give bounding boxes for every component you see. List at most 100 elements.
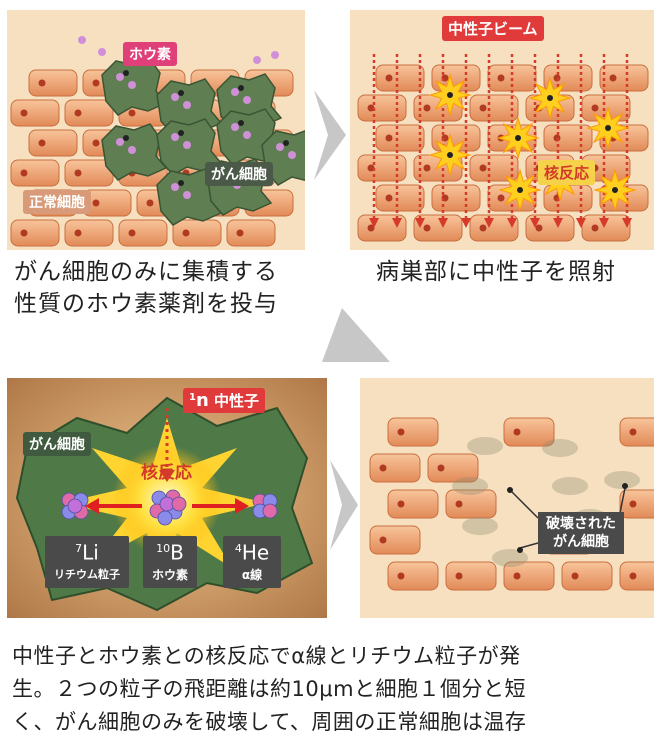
panel-boron-administration: ホウ素 がん細胞 正常細胞 (7, 10, 305, 250)
cell-nucleus (423, 164, 431, 172)
cell-nucleus (283, 140, 289, 146)
normal-cell (64, 219, 114, 247)
normal-cell (413, 214, 463, 242)
normal-cell (369, 453, 421, 483)
normal-cell (375, 64, 425, 92)
caption-step1-line1: がん細胞のみに集積する (14, 259, 278, 285)
neutron-symbol: n (195, 390, 209, 411)
lithium-symbol: Li (82, 540, 99, 565)
cell-nucleus (123, 70, 129, 76)
boron-dot (243, 131, 251, 139)
cell-nucleus (513, 572, 521, 580)
cell-nucleus (591, 104, 599, 112)
cancer-cell-label: がん細胞 (23, 432, 91, 456)
boron-dot (171, 93, 179, 101)
normal-cell (387, 561, 439, 591)
boron-dot (183, 141, 191, 149)
boron-mass-number: 10 (156, 542, 171, 555)
cell-nucleus (20, 109, 28, 117)
normal-cell (375, 184, 425, 212)
beam-arrowhead (553, 218, 563, 228)
normal-cell (469, 214, 519, 242)
destroyed-cell-remnant (452, 477, 488, 495)
normal-cell (561, 561, 613, 591)
cell-nucleus (92, 139, 100, 147)
cell-nucleus (517, 187, 523, 193)
cell-nucleus (423, 224, 431, 232)
nucleon (262, 503, 278, 519)
cell-nucleus (455, 500, 463, 508)
boron-dot (288, 151, 296, 159)
cell-nucleus (612, 187, 618, 193)
boron-symbol: B (170, 540, 184, 565)
beam-arrowhead (576, 218, 586, 228)
normal-cell (28, 69, 78, 97)
cancer-cell-label: がん細胞 (205, 162, 273, 186)
cell-nucleus (178, 90, 184, 96)
cell-nucleus (497, 194, 505, 202)
normal-cell (431, 184, 481, 212)
boron-dot (78, 36, 86, 44)
cell-nucleus (379, 464, 387, 472)
panel-destroyed-cells: 破壊された がん細胞 (360, 378, 654, 618)
cell-nucleus (397, 500, 405, 508)
cell-nucleus (385, 74, 393, 82)
helium-symbol: He (241, 540, 270, 565)
beam-arrowhead (530, 218, 540, 228)
normal-cell (375, 124, 425, 152)
boron-dot (243, 96, 251, 104)
normal-cell (64, 99, 114, 127)
boron-dot (128, 146, 136, 154)
destroyed-cell-remnant (492, 549, 528, 567)
beam-arrowhead (369, 218, 379, 228)
beam-arrowhead (415, 218, 425, 228)
boron-dot (183, 191, 191, 199)
panel-nuclear-reaction: 1n 中性子 がん細胞 核反応 7Li リチウム粒子 10B ホウ素 4He α… (7, 378, 327, 618)
cell-nucleus (92, 79, 100, 87)
nucleon (157, 510, 173, 526)
cell-nucleus (397, 428, 405, 436)
nuclear-reaction-label: 核反応 (538, 160, 596, 185)
cell-nucleus (629, 428, 637, 436)
boron-dot (98, 48, 106, 56)
cell-nucleus (423, 104, 431, 112)
normal-cell (10, 219, 60, 247)
caption-step3-line3: く、がん細胞のみを破壊して、周囲の正常細胞は温存 (12, 710, 527, 734)
cell-nucleus (437, 464, 445, 472)
boron-box: 10B ホウ素 (143, 536, 197, 588)
boron-dot (116, 138, 124, 146)
cell-nucleus (178, 180, 184, 186)
normal-cell (387, 417, 439, 447)
normal-cell (619, 561, 654, 591)
beam-arrowhead (622, 218, 632, 228)
normal-cell (503, 417, 555, 447)
normal-cell (619, 417, 654, 447)
cell-nucleus (74, 229, 82, 237)
nucleon (171, 496, 187, 512)
arrow-right-icon (330, 460, 358, 550)
cell-nucleus (591, 224, 599, 232)
boron-dot (171, 183, 179, 191)
helium-box: 4He α線 (223, 536, 281, 588)
cell-nucleus (236, 229, 244, 237)
destroyed-cell-remnant (552, 477, 588, 495)
normal-cell (581, 214, 631, 242)
boron-dot (271, 51, 279, 59)
cell-nucleus (379, 536, 387, 544)
cell-nucleus (74, 169, 82, 177)
cell-nucleus (178, 130, 184, 136)
cell-nucleus (535, 224, 543, 232)
neutron-label: 1n 中性子 (183, 388, 266, 413)
panel4-illustration (369, 417, 654, 591)
boron-label: ホウ素 (123, 42, 177, 66)
cell-nucleus (367, 224, 375, 232)
destroyed-cell-remnant (604, 471, 640, 489)
normal-cell (599, 64, 649, 92)
cell-nucleus (38, 79, 46, 87)
caption-step2: 病巣部に中性子を照射 (376, 259, 616, 285)
cell-nucleus (74, 109, 82, 117)
beam-arrowhead (507, 218, 517, 228)
neutron-beam-label: 中性子ビーム (442, 16, 544, 41)
destroyed-cell-remnant (462, 517, 498, 535)
destroyed-cell-remnant (542, 439, 578, 457)
